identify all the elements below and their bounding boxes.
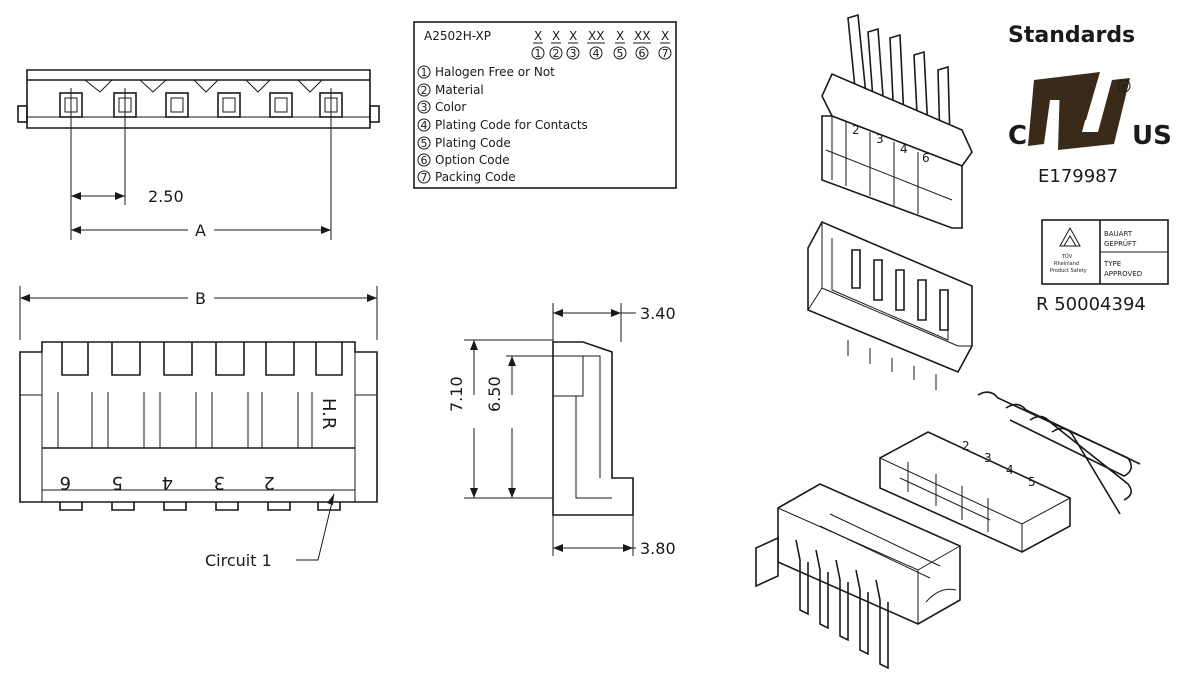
dim-710: 7.10	[447, 376, 466, 412]
tuv-text: GEPRÜFT	[1104, 239, 1137, 248]
circuit-number: 6	[60, 472, 71, 493]
front-view: B H.R 6 5 4 3 2 Circuit 1	[19, 286, 378, 570]
circuit-label: Circuit 1	[205, 551, 272, 570]
dim-650: 6.50	[485, 376, 504, 412]
iso-pin-label: 3	[984, 451, 992, 465]
tuv-brand: Product Safety	[1050, 268, 1087, 274]
legend-number: 4	[421, 119, 428, 132]
legend-item: Halogen Free or Not	[435, 65, 555, 79]
code-field-number: 6	[639, 47, 646, 60]
circuit-number: 4	[162, 472, 173, 493]
tuv-text: BAUART	[1104, 230, 1133, 238]
legend-item: Packing Code	[435, 170, 516, 184]
iso-plug-housing: 2 3 4 5	[879, 391, 1141, 553]
part-code-table: A2502H-XP X X X XX X XX X 1 2 3 4 5 6 7 …	[413, 21, 677, 189]
tuv-brand: Rheinland	[1054, 261, 1079, 267]
dim-a: A	[195, 221, 206, 240]
legend-number: 2	[421, 84, 428, 97]
code-field-number: 4	[593, 47, 600, 60]
side-view: 3.40 7.10 6.50 3.80	[447, 303, 676, 558]
tuv-text: TYPE	[1103, 260, 1121, 268]
legend-number: 5	[421, 137, 428, 150]
code-field: XX	[634, 29, 650, 43]
tuv-certificate-number: R 50004394	[1036, 294, 1146, 315]
ul-c-mark: C	[1008, 121, 1027, 151]
legend-item: Color	[435, 100, 466, 114]
code-fields: X X X XX X XX X 1 2 3 4 5 6 7	[531, 29, 672, 60]
code-field-number: 7	[662, 47, 669, 60]
iso-pin-label: 4	[1006, 463, 1014, 477]
iso-pin-label: 4	[900, 142, 908, 156]
iso-straight-header	[807, 220, 973, 390]
part-code-prefix: A2502H-XP	[424, 29, 491, 43]
circuit-number: 3	[214, 472, 225, 493]
standards-section: Standards ® C US E179987 TÜV Rheinland P…	[1008, 23, 1172, 315]
code-field: X	[569, 29, 577, 43]
tuv-brand: TÜV	[1061, 253, 1073, 260]
code-field: X	[534, 29, 542, 43]
code-field-number: 3	[570, 47, 577, 60]
code-field-number: 1	[535, 47, 542, 60]
legend-item: Plating Code	[435, 136, 511, 150]
iso-pin-label: 6	[922, 151, 930, 165]
legend-number: 7	[421, 171, 428, 184]
code-field: X	[616, 29, 624, 43]
iso-pin-label: 2	[852, 123, 860, 137]
top-view-contacts	[59, 92, 343, 118]
circuit-numbers: 6 5 4 3 2	[60, 472, 275, 493]
standards-title: Standards	[1008, 23, 1135, 48]
code-field: X	[661, 29, 669, 43]
dim-b: B	[195, 289, 206, 308]
iso-housing-with-wires: 2 3 4 6	[821, 13, 973, 229]
iso-right-angle-header	[755, 483, 961, 670]
dim-380: 3.80	[640, 539, 676, 558]
code-field: X	[552, 29, 560, 43]
legend-item: Plating Code for Contacts	[435, 118, 588, 132]
registered-mark: ®	[1120, 83, 1129, 93]
legend-number: 6	[421, 154, 428, 167]
dim-340: 3.40	[640, 304, 676, 323]
legend-item: Option Code	[435, 153, 510, 167]
ul-us-mark: US	[1132, 121, 1172, 151]
legend-number: 1	[421, 66, 428, 79]
code-field-number: 5	[617, 47, 624, 60]
circuit-number: 5	[112, 472, 123, 493]
ul-logo-icon	[1028, 72, 1131, 150]
iso-pin-label: 2	[962, 439, 970, 453]
ul-file-number: E179987	[1038, 166, 1118, 187]
legend-item: Material	[435, 83, 484, 97]
legend-number: 3	[421, 101, 428, 114]
code-field-number: 2	[553, 47, 560, 60]
tuv-text: APPROVED	[1104, 270, 1142, 278]
code-legend: 1 Halogen Free or Not 2 Material 3 Color…	[417, 65, 588, 184]
iso-pin-label: 5	[1028, 475, 1036, 489]
tuv-mark: TÜV Rheinland Product Safety BAUART GEPR…	[1041, 219, 1169, 285]
circuit-number: 2	[264, 472, 275, 493]
code-field: XX	[588, 29, 604, 43]
dim-pitch: 2.50	[148, 187, 184, 206]
iso-pin-label: 3	[876, 132, 884, 146]
brand-mark: H.R	[318, 398, 339, 429]
top-view: 2.50 A	[17, 69, 380, 240]
